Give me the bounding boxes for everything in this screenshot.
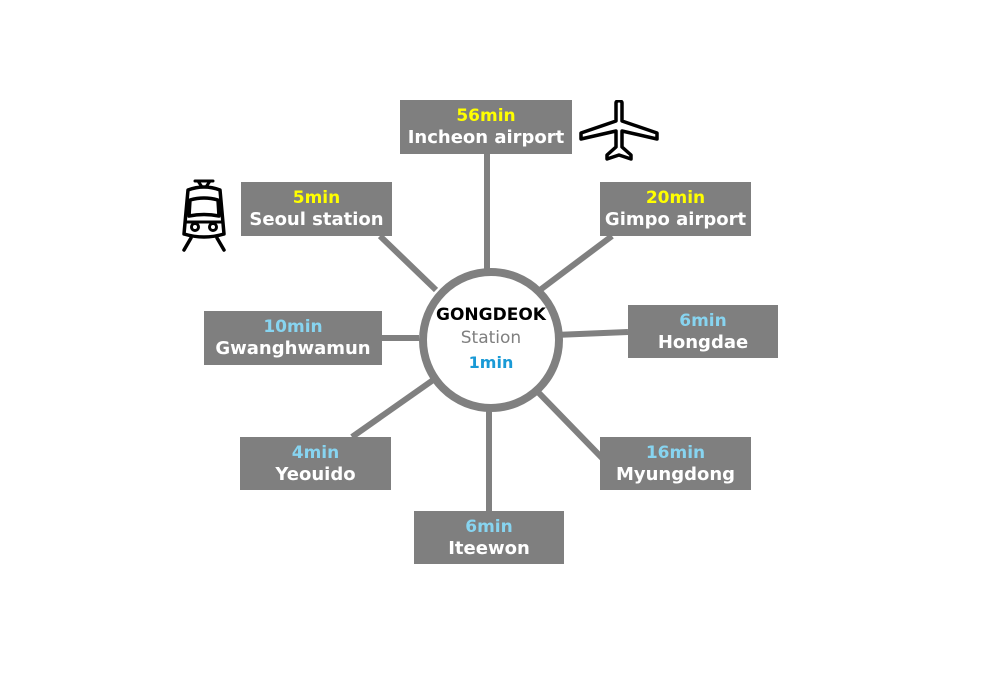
destination-yeouido: 4min Yeouido <box>240 437 391 490</box>
destination-name: Seoul station <box>249 209 384 230</box>
hub-title: GONGDEOK <box>436 305 546 325</box>
destination-seoul-station: 5min Seoul station <box>241 182 392 236</box>
destination-name: Yeouido <box>275 463 356 485</box>
destination-name: Incheon airport <box>407 127 565 148</box>
travel-time: 10min <box>263 317 323 337</box>
travel-time: 20min <box>645 188 706 208</box>
destination-name: Gwanghwamun <box>215 338 371 359</box>
destination-name: Gimpo airport <box>604 209 747 230</box>
destination-incheon-airport: 56min Incheon airport <box>400 100 572 154</box>
hub-subtitle: Station <box>460 328 522 348</box>
destination-gwanghwamun: 10min Gwanghwamun <box>204 311 382 365</box>
hub-gongdeok-station: GONGDEOK Station 1min <box>419 268 563 412</box>
line-gimpo <box>538 233 614 293</box>
line-myungdong <box>533 387 607 463</box>
train-icon <box>182 179 226 252</box>
destination-name: Iteewon <box>448 537 530 559</box>
destination-itaewon: 6min Iteewon <box>414 511 564 564</box>
destination-name: Hongdae <box>657 331 749 353</box>
travel-time: 16min <box>645 442 706 463</box>
hub-time: 1min <box>468 353 514 372</box>
line-hongdae <box>554 329 629 338</box>
destination-hongdae: 6min Hongdae <box>628 305 778 358</box>
travel-time: 56min <box>456 106 516 126</box>
destination-name: Myungdong <box>615 463 736 485</box>
travel-time: 5min <box>292 188 341 208</box>
destination-gimpo-airport: 20min Gimpo airport <box>600 182 751 236</box>
travel-time: 6min <box>679 310 727 331</box>
airplane-icon <box>579 100 659 161</box>
travel-time: 4min <box>291 442 340 463</box>
line-seoul <box>377 233 439 293</box>
destination-myungdong: 16min Myungdong <box>600 437 751 490</box>
travel-time: 6min <box>465 516 513 537</box>
line-yeouido <box>350 375 438 440</box>
